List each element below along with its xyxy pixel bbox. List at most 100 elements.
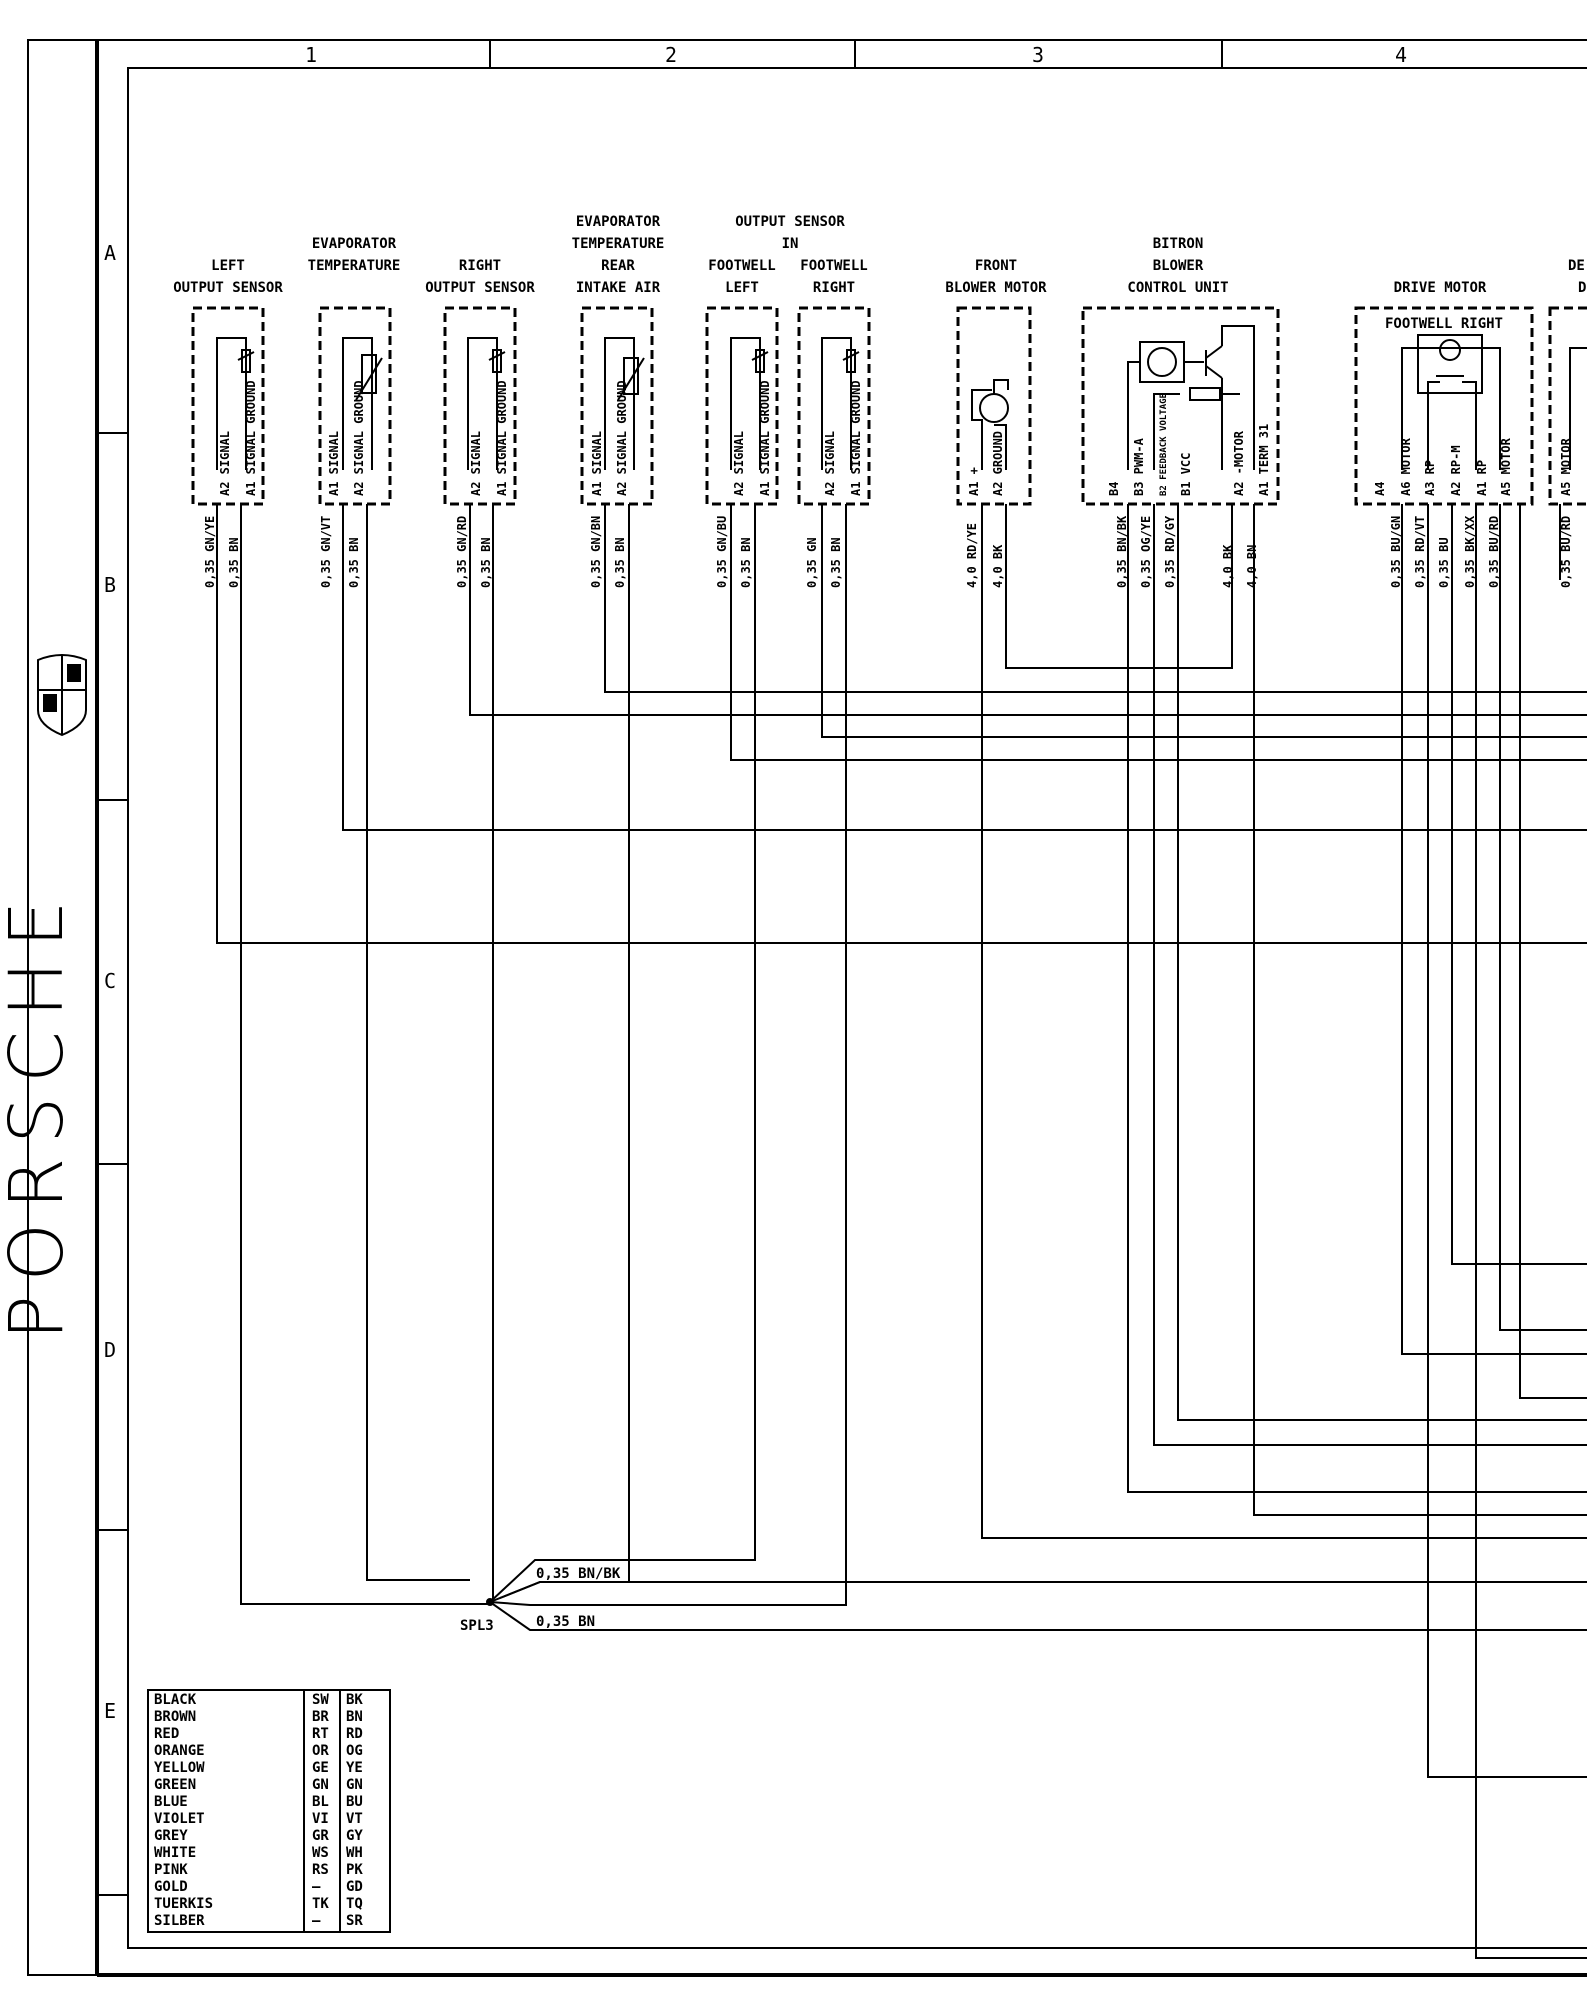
legend-code-de: WS — [312, 1845, 329, 1861]
legend-code-en: GY — [346, 1828, 363, 1844]
wire-label: 0,35 BK/XX — [1463, 515, 1477, 588]
component-box-left-output-sensor — [191, 306, 265, 506]
component-title: LEFT — [211, 258, 245, 274]
wire-label: 4,0 BN — [1245, 545, 1259, 588]
motor-icon — [979, 393, 1009, 423]
partial-internal — [1569, 347, 1587, 470]
inner-frame — [127, 67, 1587, 1949]
component-title: LEFT — [725, 280, 759, 296]
wire-label: 0,35 BN — [613, 537, 627, 588]
wire-label: 0,35 BN — [829, 537, 843, 588]
component-box-footwell-right — [797, 306, 871, 506]
pin-label: A2 SIGNAL GROUND — [352, 380, 366, 496]
component-box-footwell-left — [705, 306, 779, 506]
component-title: OUTPUT SENSOR — [425, 280, 535, 296]
wire-label: 0,35 BN — [227, 537, 241, 588]
pin-label: A2 SIGNAL — [218, 431, 232, 496]
sensor-internals — [216, 337, 860, 470]
legend-code-en: BN — [346, 1709, 363, 1725]
wire-label: 0,35 RD/GY — [1163, 515, 1177, 588]
legend-code-de: RT — [312, 1726, 329, 1742]
pin-label: A2 SIGNAL — [469, 431, 483, 496]
pin-label: A1 SIGNAL GROUND — [244, 380, 258, 496]
component-title: EVAPORATOR — [576, 214, 661, 230]
legend-color-name: PINK — [154, 1862, 188, 1878]
component-title: CONTROL UNIT — [1127, 280, 1228, 296]
legend-color-name: ORANGE — [154, 1743, 205, 1759]
component-title: BLOWER — [1153, 258, 1204, 274]
pin-label: A5 MOTOR — [1499, 437, 1513, 496]
wire-label: 0,35 BU/RD — [1559, 516, 1573, 588]
pin-label: A4 — [1373, 482, 1387, 496]
wire-label: 0,35 BN/BK — [1115, 515, 1129, 588]
pin-label: A1 SIGNAL GROUND — [758, 380, 772, 496]
legend-color-name: WHITE — [154, 1845, 196, 1861]
drive-motor-internals — [1401, 334, 1501, 470]
legend-color-name: TUERKIS — [154, 1896, 213, 1912]
component-title: TEMPERATURE — [572, 236, 665, 252]
pin-label: A1 TERM 31 — [1257, 424, 1271, 496]
pin-label: B2 FEEDBACK VOLTAGE — [1159, 393, 1169, 496]
grid-row-label: C — [104, 969, 116, 993]
component-title: D — [1578, 280, 1586, 296]
grid-col-label: 2 — [665, 43, 677, 67]
component-title: FOOTWELL — [708, 258, 775, 274]
component-title: RIGHT — [459, 258, 501, 274]
component-box-evaporator-temperature — [318, 306, 392, 506]
legend-code-en: WH — [346, 1845, 363, 1861]
pin-label: A2 GROUND — [991, 431, 1005, 496]
splice-wire-label: 0,35 BN — [536, 1614, 595, 1630]
legend-code-en: TQ — [346, 1896, 363, 1912]
legend-code-de: GR — [312, 1828, 329, 1844]
legend-code-en: GD — [346, 1879, 363, 1895]
component-box-right-output-sensor — [443, 306, 517, 506]
wire-label: 0,35 BN — [739, 537, 753, 588]
wires — [216, 504, 1587, 1959]
wire-label: 0,35 RD/VT — [1413, 516, 1427, 588]
grid-row-label: A — [104, 241, 116, 265]
component-title: BITRON — [1153, 236, 1204, 252]
wire-label: 4,0 RD/YE — [965, 523, 979, 588]
pin-label: A1 SIGNAL GROUND — [495, 380, 509, 496]
legend-color-name: BROWN — [154, 1709, 196, 1725]
component-box-evaporator-temperature-rear — [580, 306, 654, 506]
legend-code-en: GN — [346, 1777, 363, 1793]
wire-label: 0,35 GN/BN — [589, 516, 603, 588]
component-box-front-blower-motor — [956, 306, 1032, 506]
grid-row-label: D — [104, 1338, 116, 1362]
component-title: FOOTWELL — [800, 258, 867, 274]
wire-label: 0,35 BU/RD — [1487, 516, 1501, 588]
component-subtitle: FOOTWELL RIGHT — [1385, 316, 1503, 332]
legend-color-name: GOLD — [154, 1879, 188, 1895]
regulator-icon — [1147, 347, 1177, 377]
pin-label: A1 RP — [1475, 460, 1489, 496]
pin-label: A3 RP — [1423, 460, 1437, 496]
pin-label: A5 MOTOR — [1559, 437, 1573, 496]
legend-code-en: RD — [346, 1726, 363, 1742]
legend-code-en: VT — [346, 1811, 363, 1827]
component-title: DE — [1568, 258, 1585, 274]
component-title: REAR — [601, 258, 635, 274]
legend-code-de: TK — [312, 1896, 329, 1912]
grid-row-label: E — [104, 1699, 116, 1723]
pin-label: B1 VCC — [1179, 453, 1193, 496]
wire-label: 0,35 OG/YE — [1139, 516, 1153, 588]
pin-label: A1 SIGNAL GROUND — [849, 380, 863, 496]
legend-code-de: — — [312, 1879, 321, 1895]
splice-label: SPL3 — [460, 1618, 494, 1634]
component-box-drive-motor — [1354, 306, 1534, 506]
legend-code-de: BR — [312, 1709, 329, 1725]
legend-color-name: BLUE — [154, 1794, 188, 1810]
pin-label: B4 — [1107, 482, 1121, 496]
pin-label: A2 RP-M — [1449, 445, 1463, 496]
legend-color-name: GREEN — [154, 1777, 196, 1793]
wire-label: 0,35 GN — [805, 537, 819, 588]
wire-label: 0,35 GN/YE — [203, 516, 217, 588]
wire-label: 0,35 BN — [347, 537, 361, 588]
component-title: DRIVE MOTOR — [1394, 280, 1487, 296]
pin-label: B3 PWM-A — [1132, 437, 1146, 496]
legend-color-name: GREY — [154, 1828, 188, 1844]
